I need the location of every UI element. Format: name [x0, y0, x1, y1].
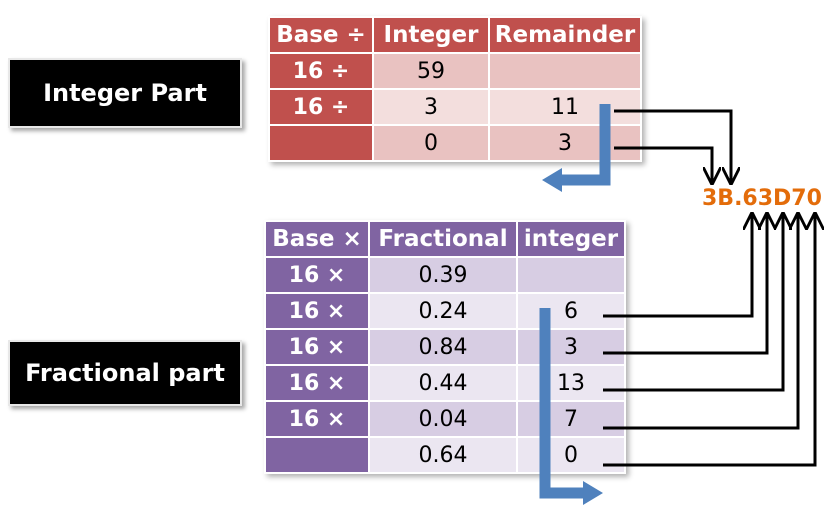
flow-arrow-shaft [539, 308, 585, 499]
base-cell: 16 ÷ [268, 52, 374, 90]
integer-flow-arrow [542, 104, 611, 192]
remainder-cell [488, 52, 642, 90]
fraction-multiply-table: Base × Fractional integer 16 × 0.39 16 ×… [264, 220, 626, 474]
integer-cell: 0 [516, 436, 626, 474]
connector-digit-3 [603, 214, 767, 355]
integer-cell [516, 256, 626, 294]
base-cell: 16 ÷ [268, 88, 374, 126]
fraction-connectors [603, 214, 815, 467]
fractional-cell: 0.64 [368, 436, 518, 474]
flow-arrow-shaft [560, 104, 611, 186]
integer-cell: 3 [516, 328, 626, 366]
header-remainder: Remainder [488, 16, 642, 54]
header-base-divide: Base ÷ [268, 16, 374, 54]
table-row: 0.64 0 [264, 436, 626, 474]
remainder-cell: 3 [488, 124, 642, 162]
fraction-flow-arrow [539, 308, 603, 505]
flow-arrow-head [542, 168, 562, 192]
header-base-multiply: Base × [264, 220, 370, 258]
connector-digit-7 [603, 214, 798, 430]
table-header-row: Base × Fractional integer [264, 220, 626, 258]
table-row: 0 3 [268, 124, 642, 162]
base-cell [264, 436, 370, 474]
fractional-cell: 0.84 [368, 328, 518, 366]
connector-digit-6 [603, 214, 752, 318]
header-integer: integer [516, 220, 626, 258]
connector-digit-13 [603, 214, 783, 392]
base-cell: 16 × [264, 292, 370, 330]
integer-cell: 0 [372, 124, 490, 162]
table-row: 16 ÷ 3 11 [268, 88, 642, 126]
flow-arrow-head [583, 481, 603, 505]
integer-division-table: Base ÷ Integer Remainder 16 ÷ 59 16 ÷ 3 … [268, 16, 642, 162]
integer-cell: 7 [516, 400, 626, 438]
hex-result: 3B.63D70 [702, 186, 822, 211]
fractional-cell: 0.24 [368, 292, 518, 330]
table-row: 16 × 0.39 [264, 256, 626, 294]
base-cell: 16 × [264, 400, 370, 438]
table-row: 16 × 0.04 7 [264, 400, 626, 438]
integer-connectors [614, 109, 731, 183]
base-cell: 16 × [264, 364, 370, 402]
integer-cell: 13 [516, 364, 626, 402]
integer-cell: 3 [372, 88, 490, 126]
header-fractional: Fractional [368, 220, 518, 258]
table-row: 16 ÷ 59 [268, 52, 642, 90]
integer-part-label: Integer Part [8, 58, 242, 128]
header-integer: Integer [372, 16, 490, 54]
integer-cell: 59 [372, 52, 490, 90]
base-cell: 16 × [264, 328, 370, 366]
base-cell: 16 × [264, 256, 370, 294]
table-header-row: Base ÷ Integer Remainder [268, 16, 642, 54]
fractional-cell: 0.04 [368, 400, 518, 438]
fractional-part-label: Fractional part [8, 340, 242, 406]
remainder-cell: 11 [488, 88, 642, 126]
table-row: 16 × 0.44 13 [264, 364, 626, 402]
connector-remainder-11 [614, 109, 731, 183]
base-cell [268, 124, 374, 162]
table-row: 16 × 0.24 6 [264, 292, 626, 330]
integer-cell: 6 [516, 292, 626, 330]
fractional-cell: 0.44 [368, 364, 518, 402]
table-row: 16 × 0.84 3 [264, 328, 626, 366]
connector-digit-0 [603, 214, 815, 467]
connector-remainder-3 [614, 146, 712, 183]
fractional-cell: 0.39 [368, 256, 518, 294]
